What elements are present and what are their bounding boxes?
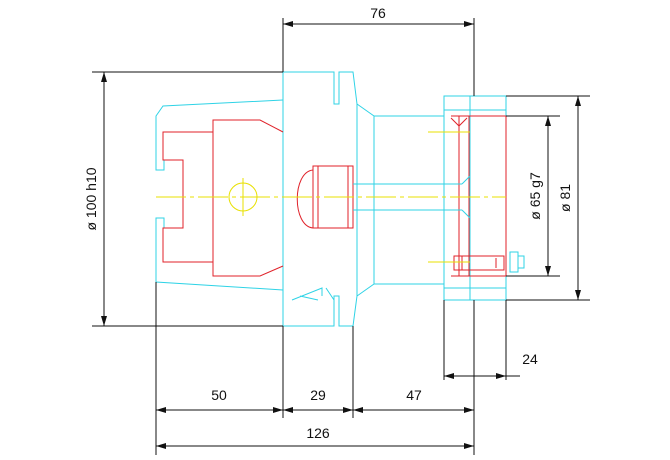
dim-taper-length: 50 xyxy=(211,387,227,403)
centerlines xyxy=(156,131,506,263)
holder-outline xyxy=(155,71,525,327)
section-parts xyxy=(162,115,507,277)
dim-overall-length: 126 xyxy=(306,425,330,441)
dim-diameter-body: ø 81 xyxy=(557,184,573,212)
dim-body-length: 47 xyxy=(406,387,422,403)
dim-diameter-spigot: ø 65 g7 xyxy=(527,172,543,220)
dim-flange-width: 29 xyxy=(310,387,326,403)
dim-flange-depth: 24 xyxy=(522,351,538,367)
dim-overall-top: 76 xyxy=(370,5,386,21)
dimension-lines xyxy=(92,18,590,455)
stem xyxy=(353,175,471,219)
dim-diameter-flange: ø 100 h10 xyxy=(83,167,99,230)
